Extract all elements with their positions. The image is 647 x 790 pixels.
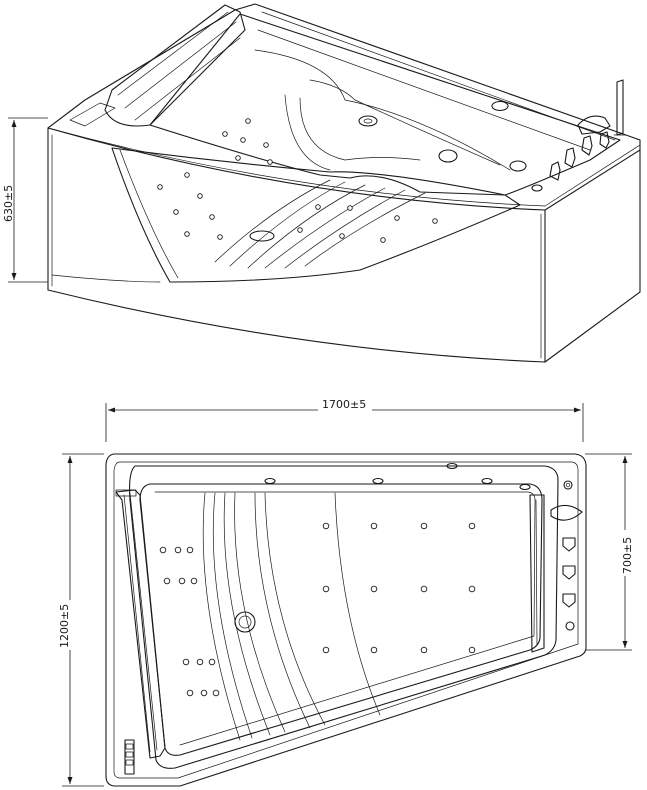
perspective-view: 630±5	[2, 3, 641, 363]
plan-controls	[550, 480, 583, 631]
tub-front-panel	[47, 127, 546, 363]
length-dimension-label: 1700±5	[322, 398, 366, 411]
end-width-dimension-label: 700±5	[621, 537, 634, 574]
tub-rim	[47, 3, 641, 151]
height-dimension: 630±5	[2, 117, 48, 283]
tub-side-panel	[544, 149, 641, 363]
width-dimension: 1200±5	[58, 453, 104, 787]
spout-icon	[550, 504, 583, 521]
drain	[234, 611, 256, 633]
tub-outline	[105, 453, 587, 787]
rim-jets	[264, 462, 531, 491]
control-panel	[124, 739, 135, 775]
perspective-jets	[157, 100, 543, 243]
plan-view: 1700±5 1200±5 700±5	[58, 397, 634, 787]
control-knobs	[549, 79, 627, 181]
wave-lines	[202, 492, 381, 741]
tub-inner-rim	[129, 465, 559, 769]
height-dimension-label: 630±5	[2, 185, 15, 222]
headrest	[104, 4, 246, 127]
width-dimension-label: 1200±5	[58, 604, 71, 648]
plan-jets	[159, 522, 476, 697]
length-dimension: 1700±5	[105, 397, 584, 442]
tub-basin	[139, 483, 543, 756]
glass-window	[111, 147, 521, 283]
end-width-dimension: 700±5	[585, 453, 634, 651]
headrest-plan	[115, 489, 166, 759]
tub-inner-basin	[149, 13, 621, 196]
